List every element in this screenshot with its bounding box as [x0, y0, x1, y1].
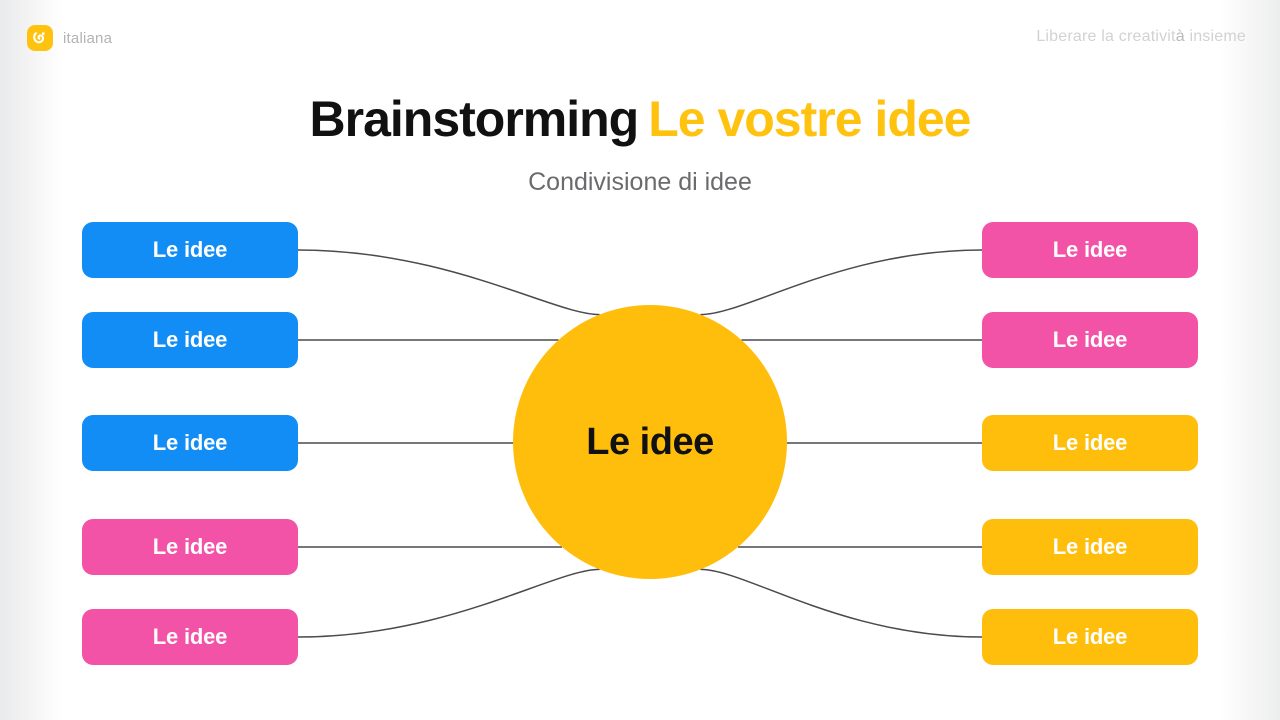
mindmap-node-label: Le idee	[152, 237, 228, 262]
mindmap-node-left-3[interactable]: Le idee	[82, 415, 298, 471]
mindmap-node-right-5[interactable]: Le idee	[982, 609, 1198, 665]
mindmap-node-right-4[interactable]: Le idee	[982, 519, 1198, 575]
mindmap-node-label: Le idee	[152, 624, 228, 649]
mindmap-node-label: Le idee	[152, 534, 228, 559]
page-subtitle: Condivisione di idee	[528, 168, 752, 196]
page-title-main: Brainstorming	[309, 91, 640, 147]
mindmap-node-left-2[interactable]: Le idee	[82, 312, 298, 368]
mindmap-node-label: Le idee	[1052, 327, 1128, 352]
connector-right-1	[700, 249, 983, 316]
mindmap-node-label: Le idee	[1052, 624, 1128, 649]
mindmap-node-left-4[interactable]: Le idee	[82, 519, 298, 575]
brand-logo-group[interactable]: italiana	[27, 25, 112, 51]
connector-left-1	[297, 249, 600, 316]
connector-right-5	[700, 568, 983, 638]
mindmap-node-label: Le idee	[1052, 237, 1128, 262]
mindmap-center-node[interactable]: Le idee	[513, 305, 787, 579]
connector-left-5	[297, 568, 600, 638]
mindmap-node-left-1[interactable]: Le idee	[82, 222, 298, 278]
mindmap-node-label: Le idee	[1052, 430, 1128, 455]
mindmap-center-label: Le idee	[586, 420, 714, 463]
mindmap-node-right-3[interactable]: Le idee	[982, 415, 1198, 471]
mindmap-node-right-2[interactable]: Le idee	[982, 312, 1198, 368]
mindmap-node-label: Le idee	[152, 430, 228, 455]
swirl-logo-icon	[27, 25, 53, 51]
page-title-accent: Le vostre idee	[648, 91, 971, 147]
header-tagline: Liberare la creatività insieme	[1036, 28, 1246, 46]
mindmap-node-label: Le idee	[1052, 534, 1128, 559]
tagline-text-pre: Liberare la creativit	[1036, 28, 1176, 45]
mindmap-node-label: Le idee	[152, 327, 228, 352]
mindmap-node-left-5[interactable]: Le idee	[82, 609, 298, 665]
tagline-text-post: insieme	[1184, 28, 1246, 45]
brand-name: italiana	[63, 29, 113, 47]
mindmap-node-right-1[interactable]: Le idee	[982, 222, 1198, 278]
tagline-accent-char: à	[1175, 28, 1185, 45]
